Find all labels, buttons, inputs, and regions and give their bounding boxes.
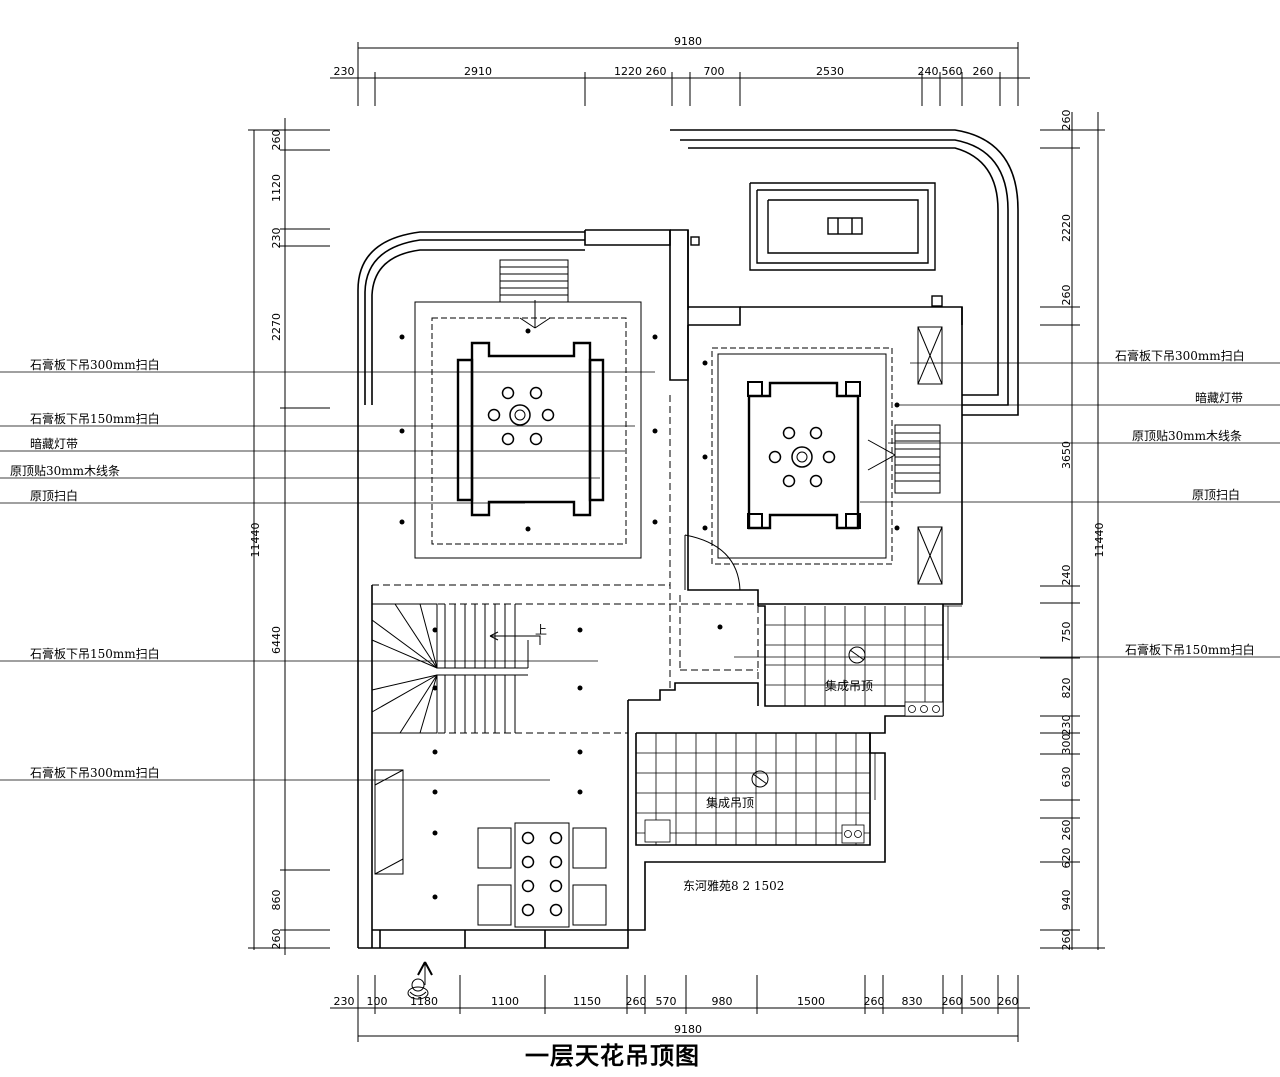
right-dimension-4: 240 bbox=[1060, 565, 1073, 586]
right-callout-labels: 石膏板下吊300mm扫白 暗藏灯带 原顶贴30mm木线条 原顶扫白 石膏板下吊1… bbox=[1115, 348, 1255, 657]
chandelier-living bbox=[487, 386, 555, 446]
top-dimension-7: 560 bbox=[942, 65, 963, 78]
right-dimension-lines bbox=[1040, 112, 1105, 950]
top-dimension-1: 2910 bbox=[464, 65, 492, 78]
bottom-dimension-6: 570 bbox=[656, 995, 677, 1008]
left-callout-4: 原顶贴30mm木线条 bbox=[10, 464, 120, 478]
bottom-dimension-7: 980 bbox=[712, 995, 733, 1008]
right-dimension-10: 260 bbox=[1060, 820, 1073, 841]
left-dimension-4: 6440 bbox=[270, 626, 283, 654]
left-dimension-2: 230 bbox=[270, 228, 283, 249]
exhaust-fan-icons bbox=[751, 646, 866, 788]
callout-leader-lines bbox=[0, 362, 1280, 781]
right-dimension-1: 2220 bbox=[1060, 214, 1073, 242]
bottom-dimension-13: 260 bbox=[998, 995, 1019, 1008]
upper-ceiling-feature bbox=[690, 182, 943, 307]
left-callout-7: 石膏板下吊300mm扫白 bbox=[30, 765, 160, 780]
left-dimension-1: 1120 bbox=[270, 174, 283, 202]
right-dimension-12: 940 bbox=[1060, 890, 1073, 911]
right-dimension-6: 820 bbox=[1060, 678, 1073, 699]
bottom-dimension-3: 1100 bbox=[491, 995, 519, 1008]
left-callout-5: 原顶扫白 bbox=[30, 488, 78, 503]
top-dimension-2: 1220 bbox=[614, 65, 642, 78]
downlights bbox=[399, 328, 900, 900]
bottom-dimension-4: 1150 bbox=[573, 995, 601, 1008]
bottom-dimension-lines bbox=[330, 975, 1030, 1042]
stair-up-label: 上 bbox=[535, 623, 547, 637]
right-dimension-7: 230 bbox=[1060, 715, 1073, 736]
left-callout-labels: 石膏板下吊300mm扫白 石膏板下吊150mm扫白 暗藏灯带 原顶贴30mm木线… bbox=[10, 357, 160, 780]
bottom-dimension-1: 100 bbox=[367, 995, 388, 1008]
right-dimension-8: 300 bbox=[1060, 734, 1073, 755]
left-dimension-5: 860 bbox=[270, 890, 283, 911]
staircase bbox=[371, 603, 541, 734]
bottom-dimension-9: 260 bbox=[864, 995, 885, 1008]
kitchen-ceiling-label: 集成吊顶 bbox=[706, 795, 754, 810]
right-dimension-5: 750 bbox=[1060, 622, 1073, 643]
right-dimension-11: 620 bbox=[1060, 848, 1073, 869]
dining-area bbox=[374, 769, 607, 928]
left-dimension-0: 260 bbox=[270, 130, 283, 151]
right-dimension-13: 260 bbox=[1060, 930, 1073, 951]
right-callout-5: 石膏板下吊150mm扫白 bbox=[1125, 642, 1255, 657]
left-callout-2: 石膏板下吊150mm扫白 bbox=[30, 411, 160, 426]
bottom-dimension-0: 230 bbox=[334, 995, 355, 1008]
bottom-dimension-12: 500 bbox=[970, 995, 991, 1008]
left-dimension-3: 2270 bbox=[270, 313, 283, 341]
right-dimension-9: 630 bbox=[1060, 767, 1073, 788]
left-callout-3: 暗藏灯带 bbox=[30, 436, 78, 451]
bottom-total-dimension: 9180 bbox=[674, 1023, 702, 1036]
direction-arrows bbox=[417, 300, 896, 985]
right-callout-4: 原顶扫白 bbox=[1192, 487, 1240, 502]
left-dimension-6: 260 bbox=[270, 929, 283, 950]
chandelier-table bbox=[521, 831, 563, 917]
right-total-dimension: 11440 bbox=[1093, 523, 1106, 558]
living-ceiling-feature bbox=[414, 259, 642, 559]
bottom-dimension-5: 260 bbox=[626, 995, 647, 1008]
top-dimension-lines bbox=[330, 42, 1030, 106]
top-dimension-4: 700 bbox=[704, 65, 725, 78]
top-dimension-3: 260 bbox=[646, 65, 667, 78]
right-callout-2: 暗藏灯带 bbox=[1195, 390, 1243, 405]
right-callout-1: 石膏板下吊300mm扫白 bbox=[1115, 348, 1245, 363]
left-callout-6: 石膏板下吊150mm扫白 bbox=[30, 646, 160, 661]
bath-ceiling-label: 集成吊顶 bbox=[825, 678, 873, 693]
top-dimension-0: 230 bbox=[334, 65, 355, 78]
drawing-title: 一层天花吊顶图 bbox=[525, 1042, 700, 1070]
entrance-figure-icon bbox=[407, 978, 429, 1000]
left-callout-1: 石膏板下吊300mm扫白 bbox=[30, 357, 160, 372]
dining-ceiling-feature bbox=[684, 326, 943, 591]
right-dimension-2: 260 bbox=[1060, 285, 1073, 306]
top-dimension-6: 240 bbox=[918, 65, 939, 78]
left-total-dimension: 11440 bbox=[249, 523, 262, 558]
exterior-walls bbox=[357, 129, 1019, 949]
bath-ceiling-grid bbox=[765, 605, 962, 717]
kitchen-ceiling-grid bbox=[636, 733, 885, 845]
right-dimension-0: 260 bbox=[1060, 110, 1073, 131]
top-total-dimension: 9180 bbox=[674, 35, 702, 48]
bottom-dimension-2: 1180 bbox=[410, 995, 438, 1008]
top-dimension-8: 260 bbox=[973, 65, 994, 78]
bottom-dimension-10: 830 bbox=[902, 995, 923, 1008]
right-callout-3: 原顶贴30mm木线条 bbox=[1132, 429, 1242, 443]
top-dimension-5: 2530 bbox=[816, 65, 844, 78]
right-dimension-3: 3650 bbox=[1060, 441, 1073, 469]
left-dimension-lines bbox=[248, 118, 330, 955]
project-label: 东河雅苑8 2 1502 bbox=[683, 878, 784, 893]
bottom-dimension-11: 260 bbox=[942, 995, 963, 1008]
bottom-dimension-8: 1500 bbox=[797, 995, 825, 1008]
chandelier-dining bbox=[768, 426, 836, 488]
